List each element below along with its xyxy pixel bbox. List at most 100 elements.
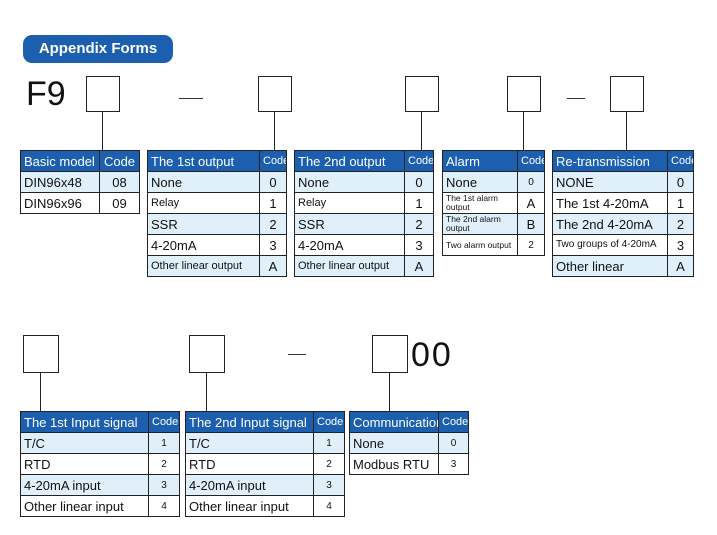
table-cell: 1 [259, 192, 287, 214]
table-cell: Modbus RTU [349, 453, 439, 475]
table-cell: A [404, 255, 434, 277]
model-suffix: 00 [411, 336, 453, 374]
table-cell: Two alarm output [442, 234, 518, 256]
table-header: Code [259, 150, 287, 172]
code-dash-text: — [179, 86, 180, 87]
table-cell: The 2nd alarm output [442, 213, 518, 235]
connector-line [274, 112, 275, 150]
table-header: Alarm [442, 150, 518, 172]
table-cell: 3 [438, 453, 469, 475]
table-header: Basic model [20, 150, 100, 172]
table-cell: T/C [20, 432, 149, 454]
table-cell: 1 [148, 432, 180, 454]
table-cell: 4-20mA input [185, 474, 314, 496]
code-dash [179, 98, 203, 99]
table-cell: None [442, 171, 518, 193]
table-cell: 4 [313, 495, 345, 517]
code-box-communication [372, 335, 408, 373]
code-box-input2 [189, 335, 225, 373]
table-cell: 4 [148, 495, 180, 517]
table-cell: 1 [667, 192, 694, 214]
table-cell: 2 [313, 453, 345, 475]
connector-line [421, 112, 422, 150]
table-cell: Other linear input [185, 495, 314, 517]
table-cell: NONE [552, 171, 668, 193]
table-header: The 1st output [147, 150, 260, 172]
code-dash [288, 354, 306, 355]
code-box-basic-model [86, 76, 120, 112]
table-cell: B [517, 213, 545, 235]
table-header: Communication [349, 411, 439, 433]
table-cell: Two groups of 4-20mA [552, 234, 668, 256]
table-header: The 2nd Input signal [185, 411, 314, 433]
code-box-retransmission [610, 76, 644, 112]
table-cell: 0 [438, 432, 469, 454]
table-cell: Other linear input [20, 495, 149, 517]
table-header: Code [313, 411, 345, 433]
table-cell: A [259, 255, 287, 277]
table-cell: Relay [294, 192, 405, 214]
table-cell: 2 [667, 213, 694, 235]
code-dash-text: — [567, 86, 568, 87]
connector-line [389, 373, 390, 411]
table-cell: The 1st 4-20mA [552, 192, 668, 214]
table-cell: 0 [404, 171, 434, 193]
table-cell: None [294, 171, 405, 193]
table-cell: DIN96x48 [20, 171, 100, 193]
table-cell: The 2nd 4-20mA [552, 213, 668, 235]
code-box-output2 [405, 76, 439, 112]
table-cell: T/C [185, 432, 314, 454]
table-cell: 2 [259, 213, 287, 235]
table-header: The 2nd output [294, 150, 405, 172]
table-cell: RTD [20, 453, 149, 475]
table-cell: 3 [259, 234, 287, 256]
table-header: Code [404, 150, 434, 172]
table-cell: 0 [667, 171, 694, 193]
table-cell: 4-20mA input [20, 474, 149, 496]
table-header: Code [99, 150, 140, 172]
table-cell: 3 [667, 234, 694, 256]
table-cell: 09 [99, 192, 140, 214]
table-cell: None [349, 432, 439, 454]
table-header: Re-transmission [552, 150, 668, 172]
connector-line [626, 112, 627, 150]
code-box-output1 [258, 76, 292, 112]
table-cell: 3 [313, 474, 345, 496]
page-title: Appendix Forms [23, 35, 173, 63]
table-cell: 4-20mA [294, 234, 405, 256]
connector-line [206, 373, 207, 411]
table-cell: Relay [147, 192, 260, 214]
table-header: Code [517, 150, 545, 172]
connector-line [523, 112, 524, 150]
table-cell: 2 [517, 234, 545, 256]
table-cell: 0 [517, 171, 545, 193]
table-cell: Other linear output [147, 255, 260, 277]
connector-line [40, 373, 41, 411]
table-cell: 1 [404, 192, 434, 214]
table-cell: Other linear [552, 255, 668, 277]
table-header: Code [667, 150, 694, 172]
table-cell: 2 [148, 453, 180, 475]
table-cell: SSR [147, 213, 260, 235]
table-cell: 3 [404, 234, 434, 256]
table-cell: Other linear output [294, 255, 405, 277]
model-prefix: F9 [26, 75, 66, 113]
table-cell: 4-20mA [147, 234, 260, 256]
table-cell: RTD [185, 453, 314, 475]
connector-line [102, 112, 103, 150]
table-cell: A [517, 192, 545, 214]
table-cell: None [147, 171, 260, 193]
table-cell: 1 [313, 432, 345, 454]
code-box-input1 [23, 335, 59, 373]
table-cell: SSR [294, 213, 405, 235]
table-header: The 1st Input signal [20, 411, 149, 433]
table-header: Code [438, 411, 469, 433]
